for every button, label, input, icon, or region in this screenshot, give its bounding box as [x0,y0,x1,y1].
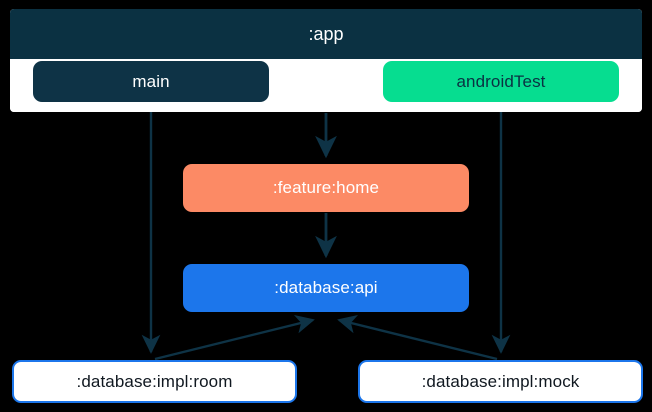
node-main[interactable]: main [33,61,269,102]
node-database-api[interactable]: :database:api [183,264,469,312]
node-database-impl-mock[interactable]: :database:impl:mock [358,360,643,403]
node-androidtest[interactable]: androidTest [383,61,619,102]
node-feature-home-label: :feature:home [272,178,380,197]
node-feature-home[interactable]: :feature:home [183,164,469,212]
edge-room-to-database-api [154,315,315,361]
node-database-impl-room-label: :database:impl:room [76,371,233,391]
node-database-impl-mock-label: :database:impl:mock [421,371,580,391]
node-main-label: main [132,71,170,91]
node-androidtest-label: androidTest [456,71,546,91]
node-database-api-label: :database:api [274,278,378,297]
edge-mock-to-database-api [337,315,498,361]
subgraph-app-label: :app [10,9,642,59]
node-database-impl-room[interactable]: :database:impl:room [12,360,297,403]
